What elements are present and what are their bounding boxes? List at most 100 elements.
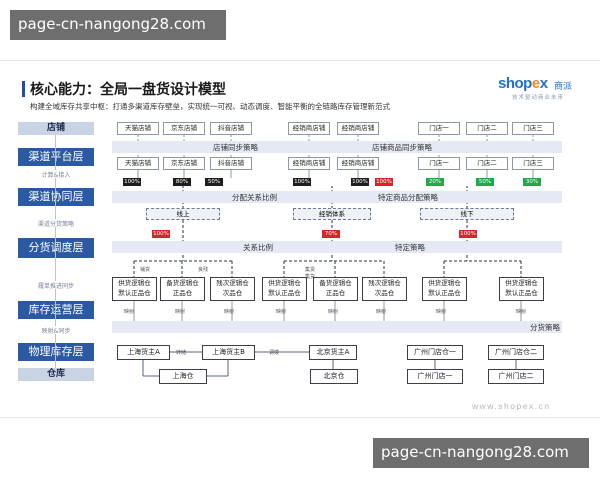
logic-warehouse-type: 残次逻辑仓	[368, 279, 401, 287]
logo-chinese: 商派	[554, 82, 573, 92]
store-2: 京东店铺	[163, 122, 205, 135]
physical-stock-4: 广州门店仓一	[407, 345, 463, 360]
layer-5: 库存运营层	[18, 301, 94, 319]
warehouse-3: 广州门店一	[407, 369, 463, 384]
logic-warehouse-type: 供货逻辑仓	[118, 279, 151, 287]
logic-warehouse-8: 供货逻辑仓默认正品仓	[499, 277, 544, 301]
warehouse-1: 上海仓	[159, 369, 207, 384]
pct-r2-2: 70%	[322, 230, 340, 238]
layer-connector-1: 计算&接入	[21, 170, 91, 179]
logic-warehouse-6: 残次逻辑仓次品仓	[362, 277, 407, 301]
logic-warehouse-2: 备货逻辑仓正品仓	[160, 277, 205, 301]
pct-r2-1: 100%	[152, 230, 170, 238]
physical-stock-3: 北京货主A	[309, 345, 357, 360]
layer-stem	[55, 135, 56, 368]
band-alloc-label: 分配关系比例	[232, 193, 277, 202]
channel-shop-5: 经销商店铺	[337, 157, 379, 170]
logic-warehouse-type: 供货逻辑仓	[505, 279, 538, 287]
layer-7: 仓库	[18, 368, 94, 381]
map-label-5: 映射	[328, 309, 339, 315]
logo-text: shop	[498, 75, 532, 92]
channel-shop-6: 门店一	[418, 157, 460, 170]
logic-warehouse-4: 供货逻辑仓默认正品仓	[262, 277, 307, 301]
band-shop-sync	[112, 141, 562, 153]
logic-warehouse-type: 供货逻辑仓	[268, 279, 301, 287]
title-accent-bar	[22, 81, 25, 97]
store-3: 抖音店铺	[210, 122, 252, 135]
label-supply: 铺货	[140, 267, 151, 273]
channel-online: 线上	[146, 208, 220, 220]
channel-shop-3: 抖音店铺	[210, 157, 252, 170]
pct-r1-4: 100%	[293, 178, 311, 186]
logic-warehouse-type: 备货逻辑仓	[319, 279, 352, 287]
physical-stock-1: 上海货主A	[117, 345, 170, 360]
channel-shop-8: 门店三	[512, 157, 554, 170]
link-transfer: 转储	[176, 350, 187, 356]
pct-r1-2: 80%	[173, 178, 191, 186]
store-5: 经销商店铺	[337, 122, 379, 135]
pct-r2-3: 100%	[459, 230, 477, 238]
channel-shop-1: 天猫店铺	[117, 157, 159, 170]
logic-warehouse-grade: 次品仓	[374, 289, 395, 297]
layer-6: 物理库存层	[18, 343, 94, 361]
pct-r1-8: 30%	[523, 178, 541, 186]
map-label-7: 映射	[436, 309, 447, 315]
watermark-top: page-cn-nangong28.com	[10, 10, 226, 40]
logic-warehouse-type: 残次逻辑仓	[216, 279, 249, 287]
band-shop-goods-sync-label: 店铺商品同步策略	[372, 143, 432, 152]
slide-title: 核心能力：全局一盘货设计模型	[30, 82, 226, 98]
band-alloc	[112, 191, 562, 203]
logo-x: e	[531, 75, 540, 92]
store-6: 门店一	[418, 122, 460, 135]
warehouse-2: 北京仓	[310, 369, 358, 384]
band-special-goods-label: 特定商品分配策略	[378, 193, 438, 202]
logic-warehouse-type: 备货逻辑仓	[166, 279, 199, 287]
band-dispatch-label: 分货策略	[530, 323, 560, 332]
logic-warehouse-grade: 默认正品仓	[118, 289, 151, 297]
logo-slogan: 技术驱动商业未来	[512, 95, 565, 101]
pct-r1-6: 20%	[426, 178, 444, 186]
link-dispatch: 调拨	[269, 350, 280, 356]
label-ship: 集货	[305, 274, 316, 280]
map-label-1: 映射	[124, 309, 135, 315]
store-1: 天猫店铺	[117, 122, 159, 135]
band-relation-label: 关系比例	[243, 243, 273, 252]
store-7: 门店二	[466, 122, 508, 135]
layer-connector-4: 映射&同步	[21, 326, 91, 335]
physical-stock-2: 上海货主B	[202, 345, 255, 360]
logic-warehouse-7: 供货逻辑仓默认正品仓	[422, 277, 467, 301]
band-relation	[112, 241, 562, 253]
pct-r1-7: 50%	[476, 178, 494, 186]
layer-2: 渠道平台层	[18, 148, 94, 166]
logic-warehouse-grade: 默认正品仓	[428, 289, 461, 297]
band-special-policy-label: 特定策略	[395, 243, 425, 252]
warehouse-4: 广州门店二	[488, 369, 544, 384]
footer-url: www.shopex.cn	[472, 401, 551, 411]
logic-warehouse-3: 残次逻辑仓次品仓	[210, 277, 255, 301]
logic-warehouse-grade: 默认正品仓	[268, 289, 301, 297]
band-dispatch	[112, 321, 562, 333]
store-4: 经销商店铺	[288, 122, 330, 135]
channel-offline: 线下	[420, 208, 514, 220]
map-label-6: 映射	[376, 309, 387, 315]
pct-r1-3: 50%	[205, 178, 223, 186]
layer-3: 渠道协同层	[18, 188, 94, 206]
layer-4: 分货调度层	[18, 238, 94, 258]
logic-warehouse-1: 供货逻辑仓默认正品仓	[112, 277, 157, 301]
layer-connector-2: 渠道分货策略	[21, 219, 91, 228]
watermark-bottom: page-cn-nangong28.com	[373, 438, 589, 468]
logic-warehouse-grade: 默认正品仓	[505, 289, 538, 297]
shopex-logo: shopex	[498, 75, 548, 92]
channel-shop-2: 京东店铺	[163, 157, 205, 170]
map-label-4: 映射	[276, 309, 287, 315]
store-8: 门店三	[512, 122, 554, 135]
pct-r1-5: 100%	[351, 178, 369, 186]
channel-dealer: 经销体系	[293, 208, 371, 220]
label-goods-type: 良残	[198, 267, 209, 273]
logic-warehouse-grade: 正品仓	[325, 289, 346, 297]
map-label-2: 映射	[175, 309, 186, 315]
map-label-3: 映射	[224, 309, 235, 315]
map-label-8: 映射	[516, 309, 527, 315]
pct-r1-extra-1: 100%	[375, 178, 393, 186]
label-gather: 集货	[305, 267, 316, 273]
